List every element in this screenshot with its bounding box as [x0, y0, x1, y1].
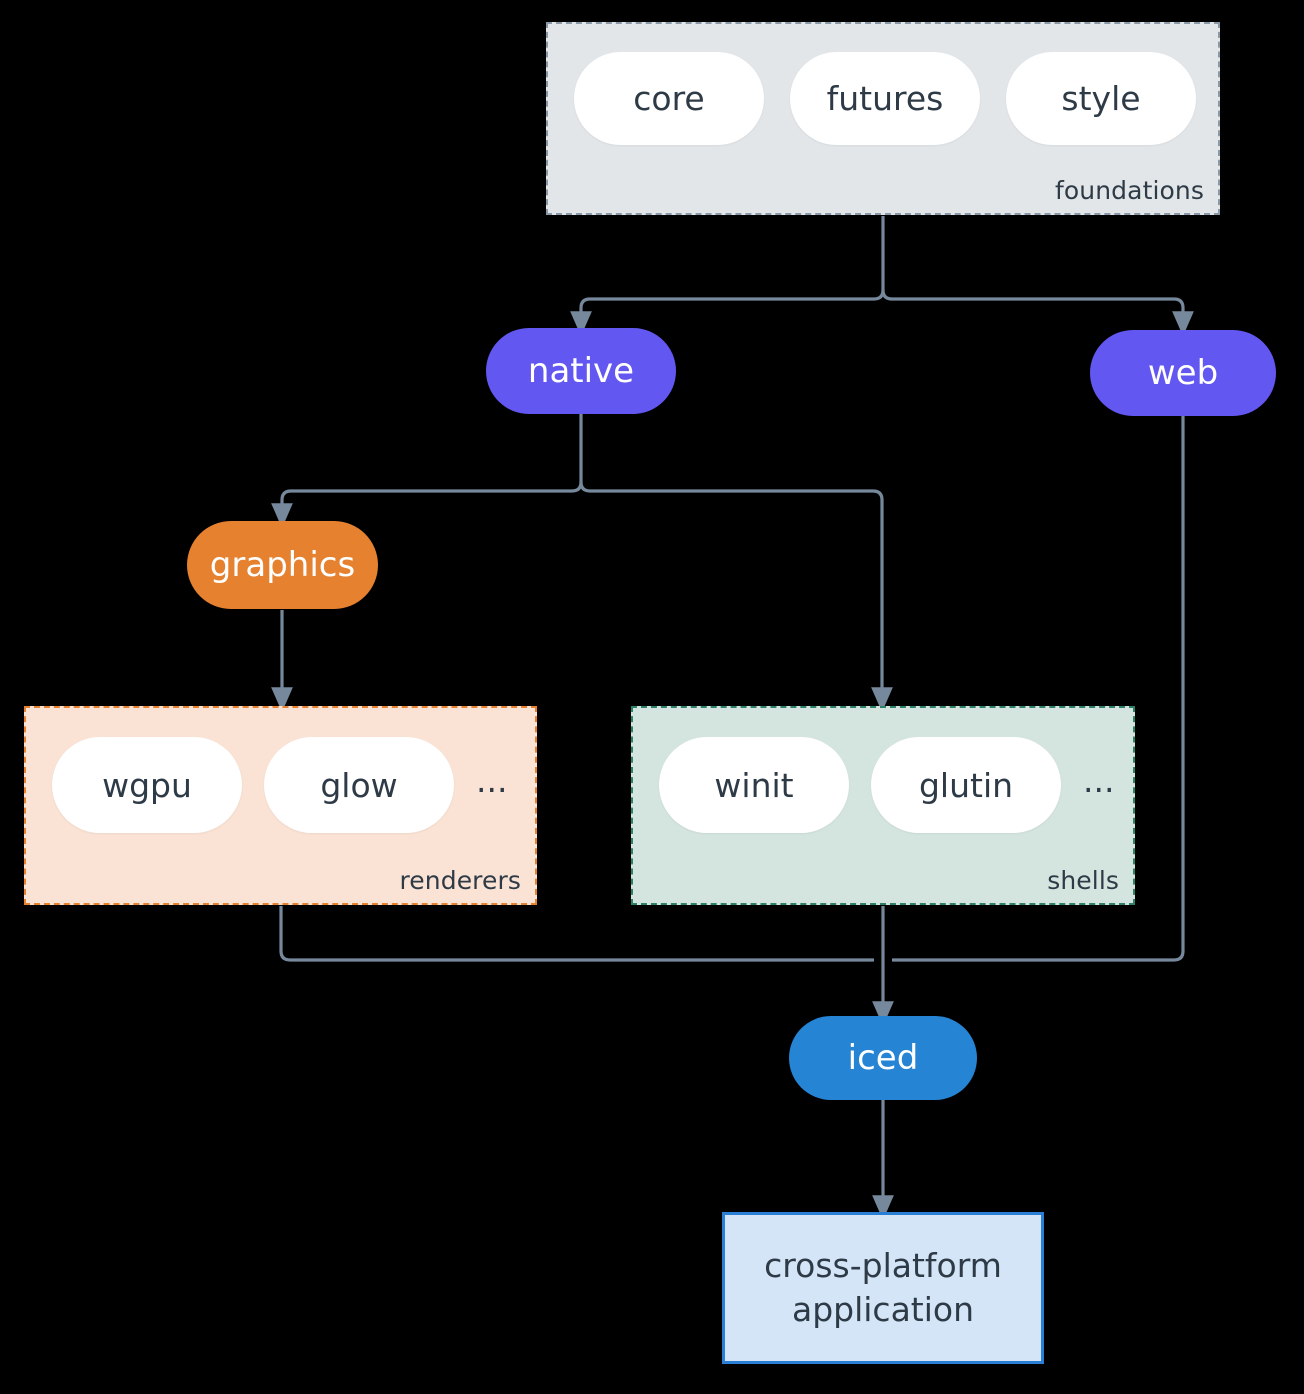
pill-wgpu[interactable]: wgpu — [52, 737, 242, 833]
pill-winit[interactable]: winit — [659, 737, 849, 833]
renderers-ellipsis: ... — [476, 760, 508, 800]
node-web[interactable]: web — [1090, 330, 1276, 416]
pill-wgpu-label: wgpu — [102, 765, 192, 805]
node-iced-label: iced — [847, 1038, 919, 1078]
group-foundations: core futures style foundations — [546, 22, 1220, 215]
pill-style-label: style — [1061, 79, 1141, 118]
group-shells-label: shells — [1047, 866, 1119, 895]
edge-native-to-graphics — [271, 481, 583, 529]
group-shells: winit glutin ... shells — [631, 706, 1135, 905]
application-text: cross-platform application — [764, 1244, 1002, 1331]
foundations-items: core futures style — [574, 52, 1196, 145]
shells-items: winit glutin ... — [659, 737, 1114, 833]
edge-renderers-to-merge — [279, 906, 874, 962]
pill-style[interactable]: style — [1006, 52, 1196, 145]
group-renderers: wgpu glow ... renderers — [24, 706, 537, 905]
renderers-items: wgpu glow ... — [52, 737, 507, 833]
pill-glow[interactable]: glow — [264, 737, 454, 833]
pill-glow-label: glow — [320, 765, 398, 805]
node-cross-platform-application[interactable]: cross-platform application — [722, 1212, 1044, 1364]
application-line-1: cross-platform — [764, 1246, 1002, 1286]
pill-winit-label: winit — [714, 765, 794, 805]
node-graphics[interactable]: graphics — [187, 521, 378, 609]
edge-native-to-shells — [579, 481, 893, 713]
pill-futures[interactable]: futures — [790, 52, 980, 145]
node-graphics-label: graphics — [209, 545, 356, 585]
shells-ellipsis: ... — [1083, 760, 1115, 800]
pill-glutin-label: glutin — [918, 765, 1014, 805]
node-native[interactable]: native — [486, 328, 676, 414]
edge-foundations-to-web — [881, 289, 1194, 337]
node-web-label: web — [1147, 353, 1219, 393]
pill-glutin[interactable]: glutin — [871, 737, 1061, 833]
group-foundations-label: foundations — [1055, 176, 1204, 205]
edge-foundations-to-native — [570, 289, 885, 337]
node-iced[interactable]: iced — [789, 1016, 977, 1100]
pill-futures-label: futures — [826, 79, 944, 118]
node-native-label: native — [527, 351, 635, 391]
group-renderers-label: renderers — [399, 866, 521, 895]
pill-core-label: core — [633, 79, 705, 118]
pill-core[interactable]: core — [574, 52, 764, 145]
application-line-2: application — [791, 1290, 975, 1329]
